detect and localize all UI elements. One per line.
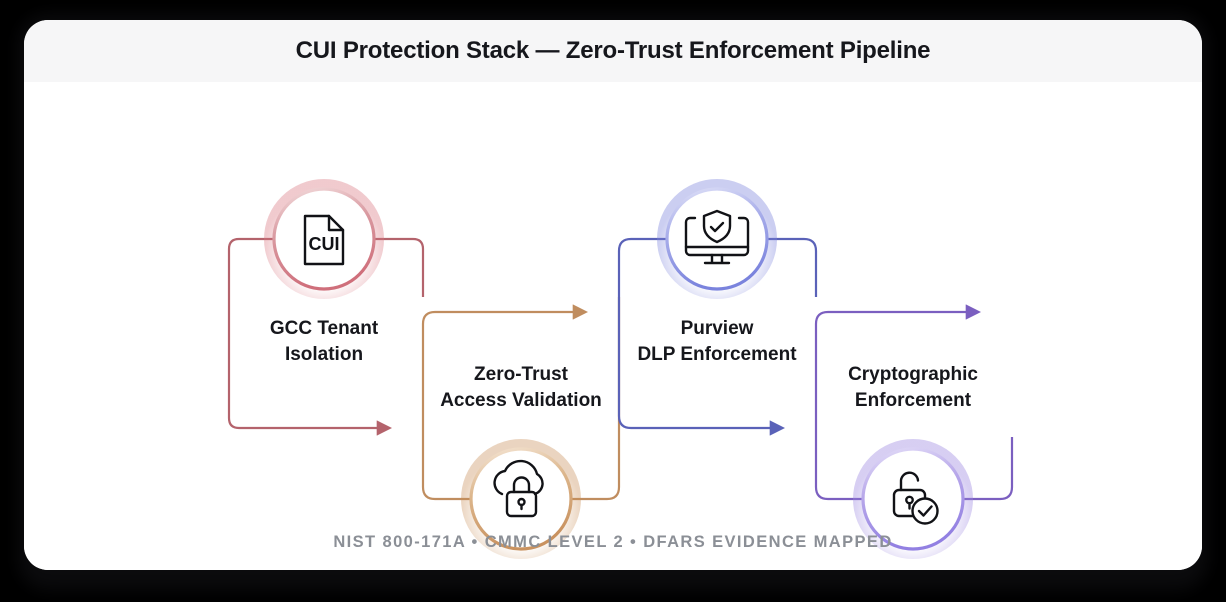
cui-document-icon xyxy=(303,214,345,266)
connector-stage-3 xyxy=(617,237,818,436)
card-body: CUI GCC Tenant Isolation Zero- xyxy=(24,82,1202,570)
stage-node-4[interactable] xyxy=(853,439,973,559)
stage-node-1[interactable]: CUI xyxy=(264,179,384,299)
cloud-lock-icon xyxy=(493,459,544,518)
stage-3-label-line1: Purview xyxy=(681,318,754,339)
monitor-shield-check-icon xyxy=(684,209,750,265)
connector-stage-4 xyxy=(814,304,1014,501)
diagram-card: CUI Protection Stack — Zero-Trust Enforc… xyxy=(24,20,1202,570)
stage-3-label-line2: DLP Enforcement xyxy=(637,344,797,365)
card-header: CUI Protection Stack — Zero-Trust Enforc… xyxy=(24,20,1202,82)
stage-1-label-line1: GCC Tenant xyxy=(270,318,379,339)
page-title: CUI Protection Stack — Zero-Trust Enforc… xyxy=(295,37,931,64)
stage-1-label-line2: Isolation xyxy=(285,344,363,365)
stage-node-3[interactable] xyxy=(657,179,777,299)
stage-2-label-line2: Access Validation xyxy=(440,390,602,411)
unlocked-padlock-check-icon xyxy=(892,471,939,525)
connector-stage-1 xyxy=(227,237,425,436)
cui-icon-text: CUI xyxy=(309,234,340,254)
stage-2-label-line1: Zero-Trust xyxy=(474,364,569,385)
stage-4-label-line1: Cryptographic xyxy=(848,364,978,385)
stage-node-2[interactable] xyxy=(461,439,581,559)
connector-stage-2 xyxy=(421,297,621,501)
stage-4-label-line2: Enforcement xyxy=(855,390,972,411)
pipeline-diagram: CUI GCC Tenant Isolation Zero- xyxy=(227,179,1014,559)
compliance-footer-note: NIST 800-171A • CMMC LEVEL 2 • DFARS EVI… xyxy=(333,533,893,551)
stage-1-ring xyxy=(272,187,376,291)
